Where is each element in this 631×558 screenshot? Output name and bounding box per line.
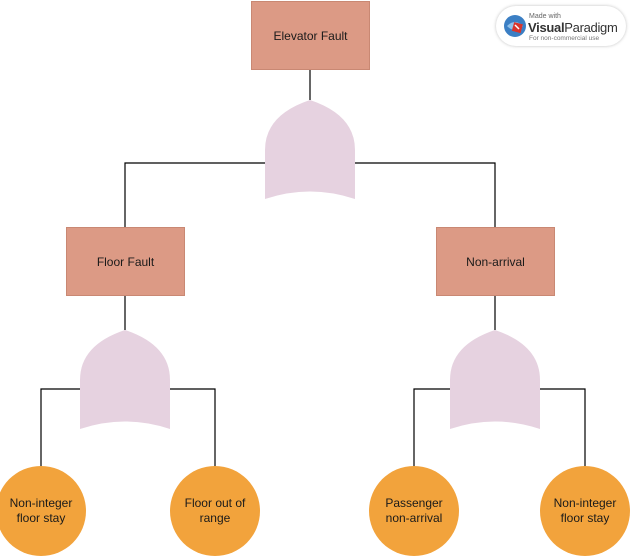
basic-event-label: Floor out of range <box>184 496 246 525</box>
or-gate-left <box>80 330 170 429</box>
connector-right-gate-to-basic-4 <box>535 388 586 467</box>
top-event-label: Elevator Fault <box>273 28 348 43</box>
basic-event-non-integer-floor-stay-1[interactable]: Non-integer floor stay <box>0 466 86 556</box>
basic-event-label: Non-integer floor stay <box>553 496 617 525</box>
made-with-text: Made with <box>529 13 561 20</box>
top-event[interactable]: Elevator Fault <box>251 1 370 70</box>
floor-fault-label: Floor Fault <box>96 254 155 269</box>
connector-right-gate-to-basic-3 <box>413 388 455 467</box>
connector-left-gate-to-basic-1 <box>40 388 85 467</box>
brand-name: VisualParadigm <box>528 20 618 35</box>
or-gate-top <box>265 100 355 199</box>
connector-left-gate-to-basic-2 <box>165 388 216 467</box>
connector-gate-to-floor-fault <box>124 162 270 228</box>
basic-event-floor-out-of-range[interactable]: Floor out of range <box>170 466 260 556</box>
intermediate-event-non-arrival[interactable]: Non-arrival <box>436 227 555 296</box>
intermediate-event-floor-fault[interactable]: Floor Fault <box>66 227 185 296</box>
basic-event-label: Passenger non-arrival <box>385 496 443 525</box>
brand-part-1: Visual <box>528 20 565 35</box>
basic-event-non-integer-floor-stay-2[interactable]: Non-integer floor stay <box>540 466 630 556</box>
or-gate-right <box>450 330 540 429</box>
brand-part-2: Paradigm <box>564 20 618 35</box>
basic-event-passenger-non-arrival[interactable]: Passenger non-arrival <box>369 466 459 556</box>
visual-paradigm-logo-icon <box>504 15 526 37</box>
non-commercial-note: For non-commercial use <box>529 35 600 42</box>
basic-event-label: Non-integer floor stay <box>9 496 73 525</box>
non-arrival-label: Non-arrival <box>466 254 525 269</box>
visual-paradigm-watermark[interactable]: Made with VisualParadigm For non-commerc… <box>496 6 626 46</box>
connector-gate-to-non-arrival <box>350 162 496 228</box>
